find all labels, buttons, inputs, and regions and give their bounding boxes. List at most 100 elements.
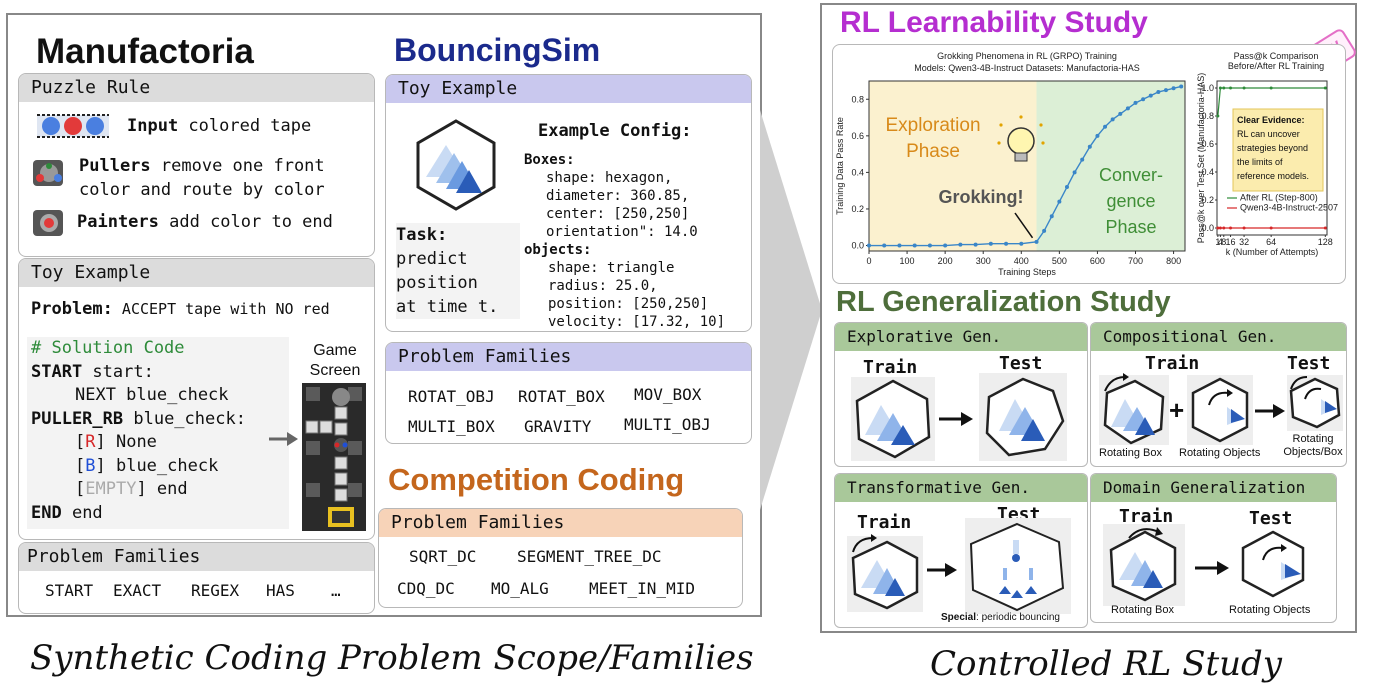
data-point xyxy=(1216,114,1220,118)
chart-title: Pass@k Comparison xyxy=(1234,51,1319,61)
exploration-label: Exploration xyxy=(885,115,980,136)
y-tick-label: 0.8 xyxy=(851,94,864,104)
competition-families-box: Problem Families SQRT_DC SEGMENT_TREE_DC… xyxy=(378,508,743,608)
config-title: Example Config: xyxy=(538,121,692,141)
solution-code: # Solution Code START start: NEXT blue_c… xyxy=(27,337,289,529)
data-point xyxy=(1072,170,1077,175)
lightbulb-ray xyxy=(999,123,1003,127)
train-hexagon-image xyxy=(851,377,935,461)
x-tick-label: 16 xyxy=(1226,237,1236,247)
data-point xyxy=(1242,86,1246,90)
chart-title: Grokking Phenomena in RL (GRPO) Training xyxy=(937,51,1117,61)
lightbulb-ray xyxy=(997,141,1001,145)
bouncing-toy-box: Toy Example Example Config: Boxes: shape… xyxy=(385,74,752,332)
convergence-label: Conver- xyxy=(1099,165,1163,185)
data-point xyxy=(1269,226,1273,230)
lightbulb-ray xyxy=(1039,123,1043,127)
x-tick-label: 1 xyxy=(1215,237,1220,247)
family-item: MULTI_OBJ xyxy=(624,415,711,434)
data-point xyxy=(1323,226,1327,230)
y-tick-label: 1.0 xyxy=(1201,83,1214,93)
data-point xyxy=(1103,124,1108,129)
painter-icon xyxy=(33,210,63,236)
competition-coding-title: Competition Coding xyxy=(388,462,685,497)
arrow-to-screen-icon xyxy=(269,432,298,446)
data-point xyxy=(1133,100,1138,105)
y-tick-label: 0.0 xyxy=(1201,223,1214,233)
bouncingsim-title: BouncingSim xyxy=(394,32,601,68)
data-point xyxy=(1269,86,1273,90)
data-point xyxy=(1049,214,1054,219)
learnability-title: RL Learnability Study xyxy=(840,6,1148,39)
test-hexagon-image xyxy=(979,373,1067,461)
y-axis-label: Pass@k over Test Set (Manufactoria-HAS) xyxy=(1197,73,1206,244)
family-item: GRAVITY xyxy=(524,417,592,436)
compositional-gen-header: Compositional Gen. xyxy=(1091,323,1346,351)
data-point xyxy=(1218,226,1222,230)
rotating-objects-image xyxy=(1187,375,1253,445)
data-point xyxy=(1218,86,1222,90)
manufactoria-toy-box: Toy Example Problem: ACCEPT tape with NO… xyxy=(18,258,375,540)
test-label: Test xyxy=(1249,508,1293,529)
lightbulb-ray xyxy=(1041,141,1045,145)
y-axis-label: Training Data Pass Rate xyxy=(835,117,845,215)
y-tick-label: 0.4 xyxy=(1201,167,1214,177)
data-point xyxy=(958,242,963,247)
data-point xyxy=(973,242,978,247)
code-line-3: PULLER_RB blue_check: xyxy=(31,408,246,429)
code-line-4: [R] None xyxy=(75,432,157,452)
x-tick-label: 128 xyxy=(1318,237,1333,247)
generalization-title: RL Generalization Study xyxy=(836,286,1171,318)
tape-icon xyxy=(37,114,109,138)
right-caption: Controlled RL Study xyxy=(930,644,1283,684)
family-item: EXACT xyxy=(113,581,162,600)
train-label: Train xyxy=(1145,353,1200,374)
data-point xyxy=(1156,89,1161,94)
x-axis-label: Training Steps xyxy=(998,267,1056,277)
exploration-phase-region xyxy=(869,81,1037,251)
data-point xyxy=(1242,226,1246,230)
left-caption: Synthetic Coding Problem Scope/Families xyxy=(30,638,754,678)
x-tick-label: 8 xyxy=(1221,237,1226,247)
family-item: SQRT_DC xyxy=(409,547,477,566)
transformative-gen-box: Transformative Gen. Train Test Special: … xyxy=(834,473,1088,628)
bouncing-families-box: Problem Families ROTAT_OBJ ROTAT_BOX MOV… xyxy=(385,342,752,444)
evidence-line: strategies beyond xyxy=(1237,143,1308,153)
family-item: ROTAT_OBJ xyxy=(408,387,495,406)
learnability-charts-box: Grokking Phenomena in RL (GRPO) Training… xyxy=(832,44,1346,284)
data-point xyxy=(1087,144,1092,149)
x-tick-label: 0 xyxy=(866,256,871,266)
grokking-label: Grokking! xyxy=(938,187,1023,207)
rotating-box-image xyxy=(1099,373,1169,445)
evidence-line: reference models. xyxy=(1237,171,1309,181)
data-point xyxy=(1042,228,1047,233)
family-item: REGEX xyxy=(191,581,240,600)
rule-painters: Painters add color to end xyxy=(77,212,333,232)
config-boxes: Boxes: shape: hexagon, diameter: 360.85,… xyxy=(524,152,726,330)
code-line-1: START start: xyxy=(31,361,154,382)
data-point xyxy=(1222,86,1226,90)
evidence-line: the limits of xyxy=(1237,157,1283,167)
legend-label: After RL (Step-800) xyxy=(1240,193,1318,203)
plot-frame xyxy=(868,80,1186,252)
data-point xyxy=(1216,226,1220,230)
x-tick-label: 600 xyxy=(1090,256,1105,266)
arrow-icon xyxy=(927,563,957,577)
domain-gen-header: Domain Generalization xyxy=(1091,474,1336,502)
x-tick-label: 64 xyxy=(1266,237,1276,247)
data-point xyxy=(927,243,932,248)
explorative-gen-header: Explorative Gen. xyxy=(835,323,1087,351)
rotating-objects-label: Rotating Objects xyxy=(1179,447,1261,459)
x-axis-label: k (Number of Attempts) xyxy=(1226,247,1319,257)
y-tick-label: 0.2 xyxy=(1201,195,1214,205)
test-bouncing-image xyxy=(965,518,1071,614)
family-item: MO_ALG xyxy=(491,579,549,598)
chart-subtitle: Before/After RL Training xyxy=(1228,61,1324,71)
y-tick-label: 0.4 xyxy=(851,167,864,177)
evidence-line: RL can uncover xyxy=(1237,129,1300,139)
x-tick-label: 400 xyxy=(1014,256,1029,266)
family-item: ROTAT_BOX xyxy=(518,387,605,406)
family-item: … xyxy=(331,581,341,600)
